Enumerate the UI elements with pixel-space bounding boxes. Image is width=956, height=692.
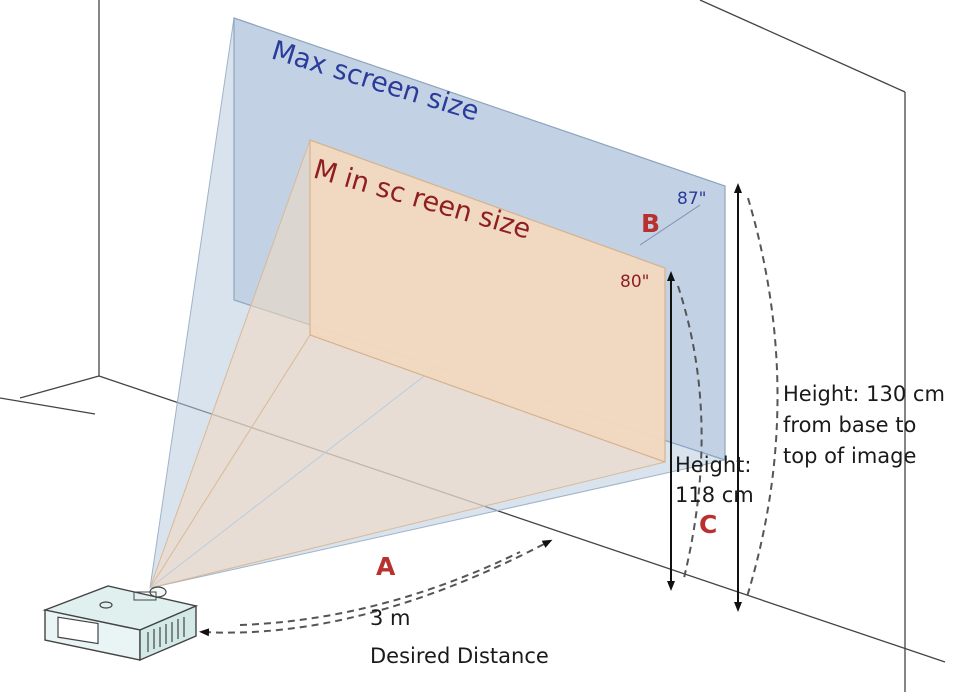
marker-a: A bbox=[376, 552, 396, 581]
distance-curve-lower bbox=[239, 551, 521, 626]
max-height-curve bbox=[745, 197, 779, 601]
distance-curve bbox=[199, 539, 553, 637]
marker-b: B bbox=[641, 209, 660, 238]
marker-c: C bbox=[699, 510, 717, 539]
min-diagonal-label: 80" bbox=[620, 272, 649, 292]
distance-caption: Desired Distance bbox=[370, 644, 549, 668]
max-height-label-1: Height: 130 cm bbox=[783, 382, 945, 406]
max-diagonal-line bbox=[639, 204, 701, 246]
min-screen bbox=[309, 139, 666, 463]
min-height-curve bbox=[677, 285, 703, 579]
max-diagonal-label: 87" bbox=[677, 189, 706, 209]
projector-icon bbox=[42, 585, 199, 662]
min-height-label-2: 118 cm bbox=[675, 483, 754, 507]
max-height-label-2: from base to bbox=[783, 413, 916, 437]
distance-value: 3 m bbox=[370, 606, 411, 630]
max-height-label-3: top of image bbox=[783, 444, 916, 468]
min-height-label-1: Height: bbox=[675, 453, 752, 477]
